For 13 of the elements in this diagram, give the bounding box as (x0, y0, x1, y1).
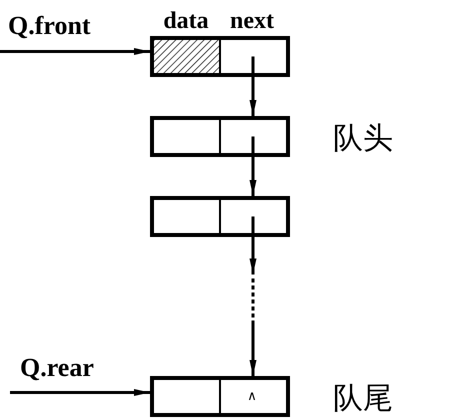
arrow (10, 389, 150, 396)
null-pointer-symbol: ∧ (247, 390, 257, 404)
list-node (150, 196, 290, 237)
field-heading: next (230, 9, 274, 33)
side-label: 队尾 (333, 382, 393, 416)
arrow (250, 56, 256, 116)
arrow (0, 48, 150, 55)
edge-label: Q.rear (20, 355, 94, 381)
field-heading: data (163, 9, 209, 33)
arrow (250, 216, 256, 376)
edge-label: Q.front (8, 13, 91, 39)
side-label: 队头 (333, 122, 393, 156)
arrow (250, 136, 256, 196)
